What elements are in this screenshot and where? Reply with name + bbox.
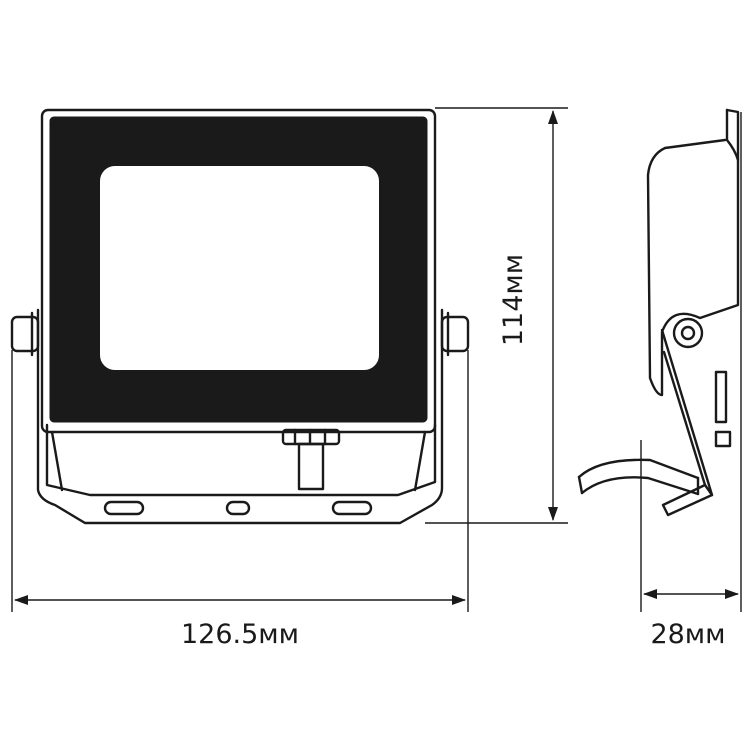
housing-bottom xyxy=(50,430,427,492)
side-view xyxy=(577,108,740,517)
mounting-hole-right xyxy=(331,500,373,516)
housing-outer xyxy=(40,108,437,434)
right-hinge-knob xyxy=(440,315,470,353)
mounting-hole-left xyxy=(103,500,145,516)
mounting-hole-center xyxy=(225,500,251,516)
height-label: 114мм xyxy=(498,254,529,346)
side-bracket-arm xyxy=(660,328,714,517)
side-hinge-bolt-outer xyxy=(672,317,704,349)
side-housing-profile xyxy=(646,108,740,397)
left-hinge-knob xyxy=(10,315,40,353)
dimension-lines xyxy=(11,107,742,612)
led-lens xyxy=(100,166,379,370)
side-cable xyxy=(577,458,700,496)
cable-gland xyxy=(281,428,341,491)
width-label: 126.5мм xyxy=(181,619,299,650)
mounting-bracket xyxy=(36,308,444,525)
mounting-bracket-inner xyxy=(45,423,437,497)
depth-label: 28мм xyxy=(650,619,725,650)
front-view xyxy=(10,108,470,525)
side-hinge-bolt-inner xyxy=(680,325,696,341)
